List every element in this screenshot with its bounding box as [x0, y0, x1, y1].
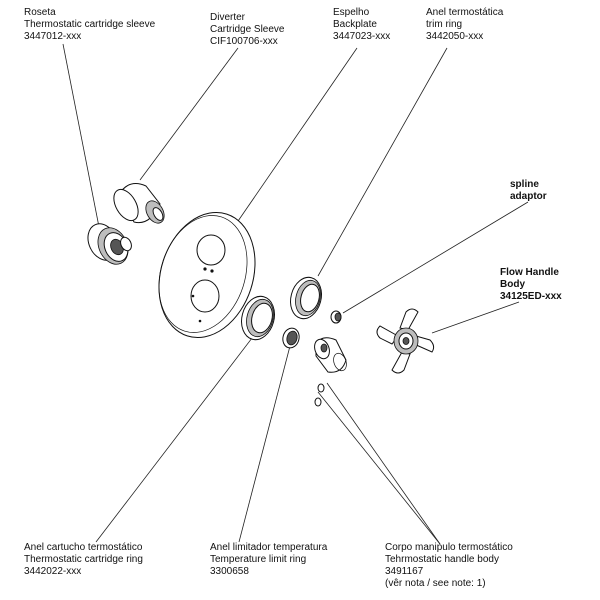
diverter-sleeve-part	[113, 183, 165, 224]
label-cartridge-ring-code: 3442022-xxx	[24, 566, 82, 577]
handle-body-part	[314, 337, 347, 373]
label-handle-body: Corpo manipulo termostático Tehrmostatic…	[385, 542, 513, 590]
screws-part	[314, 383, 325, 407]
label-cartridge-ring-pt: Anel cartucho termostático	[24, 542, 143, 553]
label-cartridge-ring-en: Thermostatic cartridge ring	[24, 554, 143, 565]
label-backplate-code: 3447023-xxx	[333, 31, 391, 42]
label-trim-ring-code: 3442050-xxx	[426, 31, 484, 42]
flow-handle-part	[376, 308, 435, 374]
cartridge-ring-part	[241, 295, 275, 341]
label-spline-line1: spline	[510, 179, 539, 190]
label-rosette-en: Thermostatic cartridge sleeve	[24, 19, 156, 30]
label-backplate: Espelho Backplate 3447023-xxx	[333, 7, 390, 43]
label-flow-handle-line1: Flow Handle	[500, 267, 559, 278]
label-temp-limit-code: 3300658	[210, 566, 249, 577]
label-trim-ring-pt: Anel termostática	[426, 7, 504, 18]
leader-cartridge-ring	[95, 324, 263, 543]
label-handle-body-note: (vêr nota / see note: 1)	[385, 578, 486, 589]
label-rosette-code: 3447012-xxx	[24, 31, 82, 42]
leader-trim-ring	[317, 47, 448, 277]
label-temp-limit-pt: Anel limitador temperatura	[210, 542, 328, 553]
label-temp-limit-en: Temperature limit ring	[210, 554, 307, 565]
leader-spline	[342, 201, 529, 314]
label-backplate-en: Backplate	[333, 19, 377, 30]
label-diverter-line1: Diverter	[210, 12, 246, 23]
label-spline-line2: adaptor	[510, 191, 547, 202]
leader-rosette	[62, 43, 101, 233]
label-temp-limit: Anel limitador temperatura Temperature l…	[210, 542, 327, 578]
label-handle-body-pt: Corpo manipulo termostático	[385, 542, 513, 553]
leader-flow-handle	[431, 301, 520, 334]
label-backplate-pt: Espelho	[333, 7, 370, 18]
leader-diverter	[139, 47, 239, 181]
spline-adaptor-part	[330, 310, 342, 324]
leader-temp-limit	[238, 345, 291, 543]
temp-limit-ring-part	[282, 327, 300, 349]
label-trim-ring-en: trim ring	[426, 19, 463, 30]
label-flow-handle: Flow Handle Body 34125ED-xxx	[500, 267, 562, 303]
leader-lines	[62, 43, 529, 545]
label-diverter: Diverter Cartridge Sleeve CIF100706-xxx	[210, 12, 284, 48]
label-diverter-line2: Cartridge Sleeve	[210, 24, 285, 35]
leader-handle-body-2	[317, 391, 441, 545]
rosette-part	[87, 223, 132, 265]
label-flow-handle-code: 34125ED-xxx	[500, 291, 562, 302]
label-cartridge-ring: Anel cartucho termostático Thermostatic …	[24, 542, 143, 578]
label-rosette-pt: Roseta	[24, 7, 56, 18]
label-rosette: Roseta Thermostatic cartridge sleeve 344…	[24, 7, 155, 43]
label-handle-body-en: Tehrmostatic handle body	[385, 554, 499, 565]
label-diverter-code: CIF100706-xxx	[210, 36, 278, 47]
label-spline: spline adaptor	[510, 179, 547, 203]
leader-handle-body-1	[326, 382, 441, 545]
label-trim-ring: Anel termostática trim ring 3442050-xxx	[426, 7, 503, 43]
label-handle-body-code: 3491167	[385, 566, 424, 577]
trim-ring-part	[290, 276, 322, 320]
label-flow-handle-line2: Body	[500, 279, 525, 290]
leader-backplate	[235, 47, 358, 225]
backplate-part	[158, 211, 256, 339]
